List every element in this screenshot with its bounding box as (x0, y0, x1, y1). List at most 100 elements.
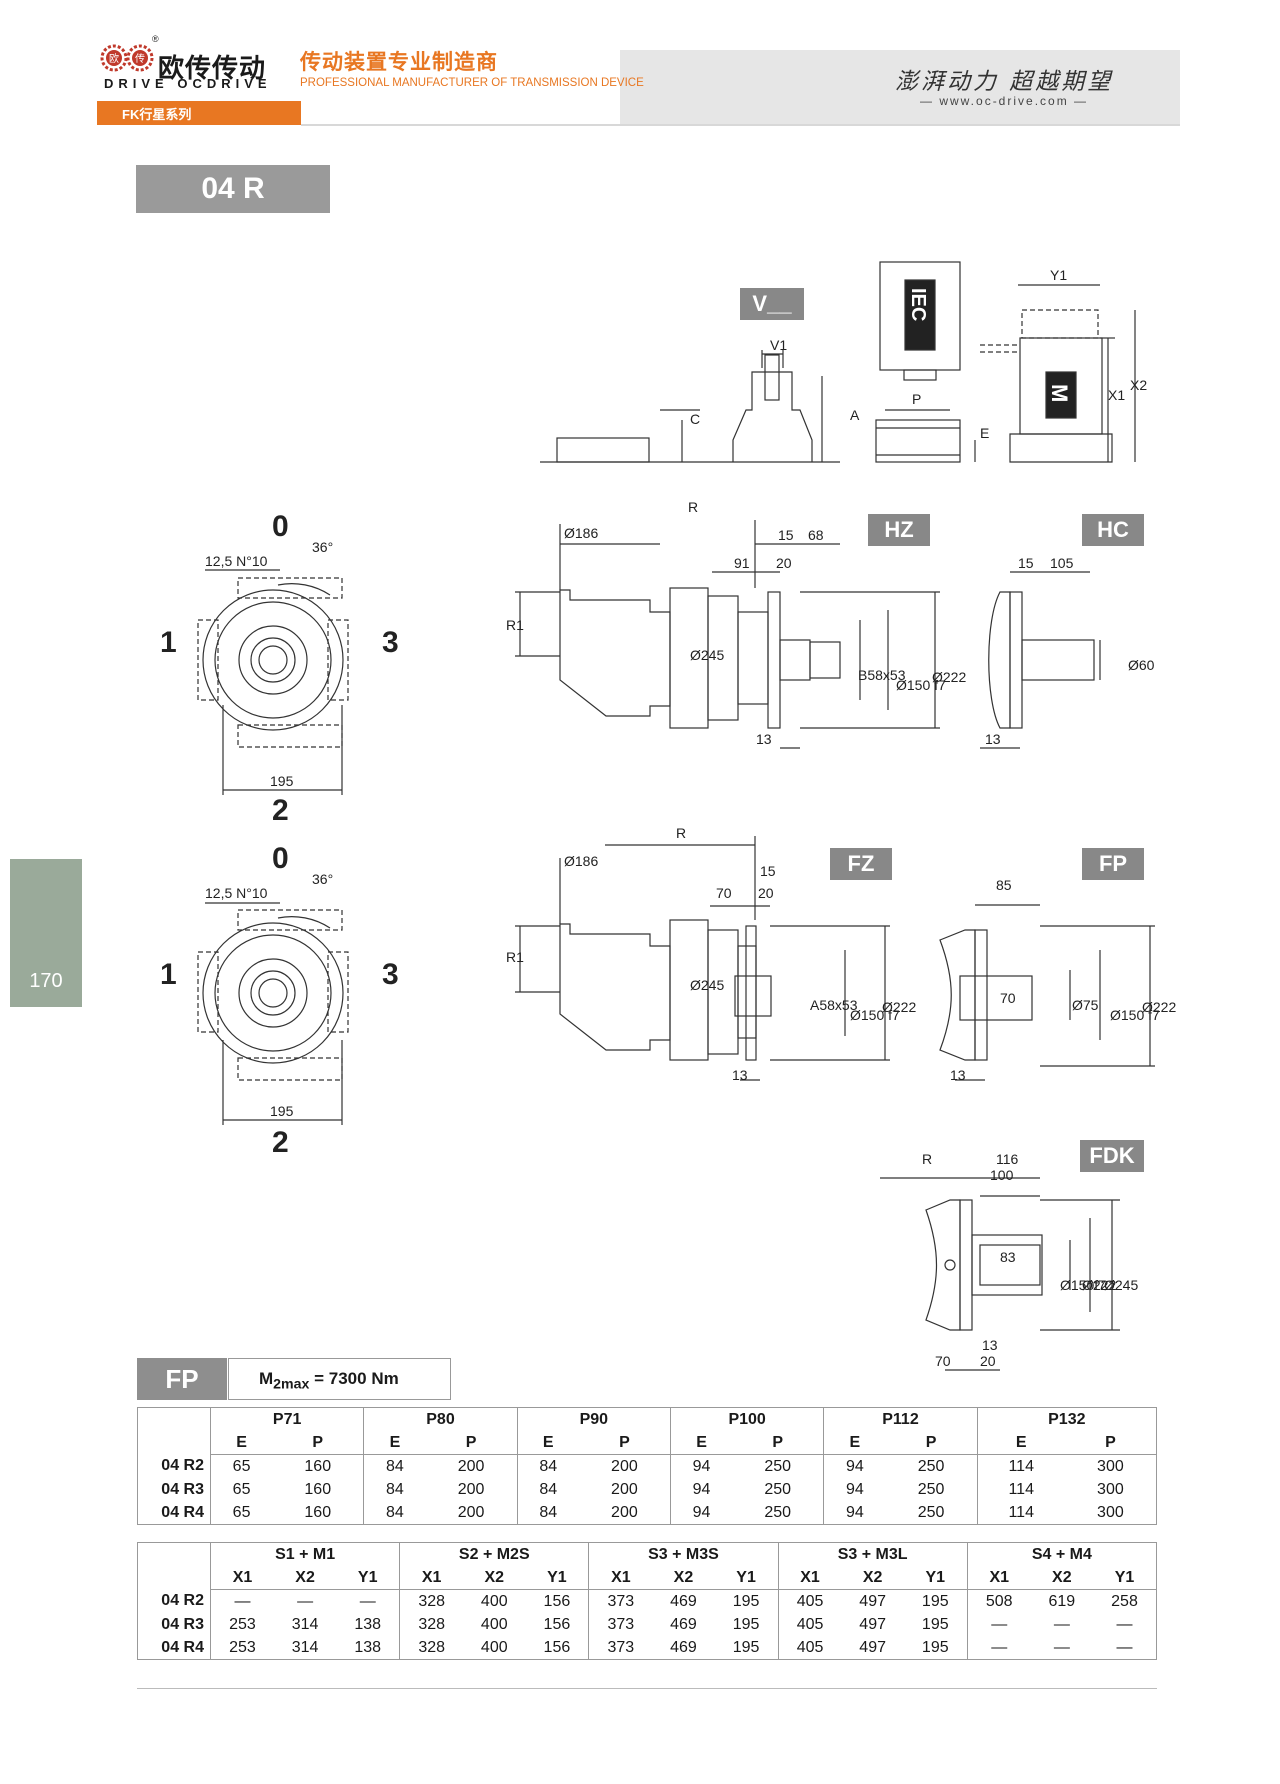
col-sub: X2 (463, 1566, 526, 1590)
col-sub: Y1 (903, 1566, 968, 1590)
dim-fz-13: 13 (732, 1067, 748, 1083)
dim-fp-d222: Ø222 (1142, 999, 1176, 1015)
tagline-cn: 传动装置专业制造商 (300, 51, 498, 74)
dim-hc-105: 105 (1050, 555, 1074, 571)
table-cell: 328 (399, 1589, 464, 1613)
col-sub: E (210, 1431, 273, 1455)
dim-fz-a58: A58x53 (810, 997, 858, 1013)
table-cell: 405 (777, 1613, 842, 1636)
side-tab (10, 859, 82, 1007)
table-cell: — (1053, 1638, 1070, 1656)
dim-x1: X1 (1108, 387, 1125, 403)
table-cell: — (1116, 1615, 1133, 1633)
dim-hz-d186: Ø186 (564, 525, 598, 541)
badge-char-2: 传 (135, 53, 145, 65)
table-cell: 200 (457, 1457, 485, 1475)
table-cell: 200 (611, 1480, 638, 1498)
motor-label: M (1047, 384, 1072, 402)
table-cell: 314 (291, 1638, 319, 1656)
row-label: 04 R2 (161, 1592, 204, 1610)
table-cell: — (966, 1636, 1031, 1660)
tagline-en: PROFESSIONAL MANUFACTURER OF TRANSMISSIO… (300, 77, 644, 89)
website-url: www.oc-drive.com (939, 94, 1069, 108)
col-sub: P (885, 1431, 978, 1455)
table-cell: 300 (1097, 1480, 1124, 1498)
slogan: 澎湃动力 超越期望 (895, 69, 1114, 95)
col-group: P71 (209, 1407, 364, 1431)
dim-e: E (980, 425, 989, 441)
dim-hz-d222: Ø222 (932, 669, 966, 685)
table-header-groups: S1 + M1 S2 + M2S S3 + M3S S3 + M3L S4 + … (138, 1542, 1157, 1566)
table-cell: 497 (859, 1592, 886, 1610)
table-cell: 253 (209, 1613, 274, 1636)
col-group: S4 + M4 (966, 1542, 1157, 1566)
position-3-a: 3 (382, 626, 399, 659)
torque-spec: M2max = 7300 Nm (228, 1358, 451, 1400)
table-cell: — (1116, 1638, 1133, 1656)
label-v: V__ (740, 288, 804, 320)
table-cell: 94 (669, 1454, 733, 1478)
table-cell: 84 (516, 1454, 579, 1478)
table-cell: 400 (480, 1592, 508, 1610)
table-cell: 469 (670, 1592, 697, 1610)
col-sub: X1 (777, 1566, 842, 1590)
position-0-b: 0 (272, 842, 289, 875)
series-bar (97, 101, 301, 125)
table-cell: 200 (457, 1480, 485, 1498)
dim-fp-d150: Ø150 f7 (1110, 1007, 1160, 1023)
dim-fz-70: 70 (716, 885, 732, 901)
col-group: P132 (976, 1407, 1157, 1431)
table-cell: 65 (210, 1478, 273, 1501)
dim-fp-d75: Ø75 (1072, 997, 1099, 1013)
col-sub: E (823, 1431, 886, 1455)
dim-fz-d186: Ø186 (564, 853, 598, 869)
col-sub: X2 (1030, 1566, 1093, 1590)
row-label: 04 R3 (161, 1480, 204, 1498)
dim-width-1: 195 (270, 773, 294, 789)
col-sub: X1 (966, 1566, 1031, 1590)
dim-hc-15: 15 (1018, 555, 1034, 571)
dim-hz-d150: Ø150 f7 (896, 677, 946, 693)
col-sub: E (976, 1431, 1065, 1455)
brand-name-en: DRIVE OCDRIVE (104, 76, 272, 91)
table-header-groups: P71 P80 P90 P100 P112 P132 (138, 1407, 1157, 1431)
drawing-hz (515, 520, 940, 749)
dim-fdk-116: 116 (996, 1151, 1019, 1167)
table-cell: 405 (777, 1589, 842, 1613)
table-cell: 200 (611, 1503, 638, 1521)
dim-x2: X2 (1130, 377, 1147, 393)
col-group: S3 + M3S (588, 1542, 779, 1566)
table-cell: 195 (732, 1592, 760, 1610)
table-cell: 156 (543, 1592, 571, 1610)
table-cell: 200 (611, 1457, 638, 1475)
table-cell: — (966, 1613, 1031, 1636)
drawing-fp (939, 904, 1155, 1081)
table-cell: 138 (354, 1638, 382, 1656)
page-number: 170 (29, 970, 63, 992)
table-cell: 84 (516, 1478, 579, 1501)
label-fp: FP (1082, 848, 1144, 880)
dim-fdk-70: 70 (935, 1353, 951, 1369)
col-sub: Y1 (525, 1566, 589, 1590)
table-cell: 250 (917, 1503, 945, 1521)
row-label: 04 R4 (161, 1638, 204, 1656)
col-group: P112 (823, 1407, 978, 1431)
table-cell: 373 (588, 1613, 653, 1636)
table-corner (138, 1543, 211, 1590)
table-cell: — (209, 1589, 274, 1613)
dim-hc-13: 13 (985, 731, 1001, 747)
col-sub: X2 (841, 1566, 904, 1590)
spec-label: FP (137, 1358, 227, 1400)
dim-bolt-2: 12,5 N°10 (205, 885, 268, 901)
table-cell: 114 (976, 1454, 1065, 1478)
table-cell: 405 (777, 1636, 842, 1660)
col-sub: E (669, 1431, 733, 1455)
table-cell: 114 (976, 1478, 1065, 1501)
col-sub: Y1 (714, 1566, 779, 1590)
dim-fdk-83: 83 (1000, 1249, 1016, 1265)
table-cell: 65 (210, 1454, 273, 1478)
